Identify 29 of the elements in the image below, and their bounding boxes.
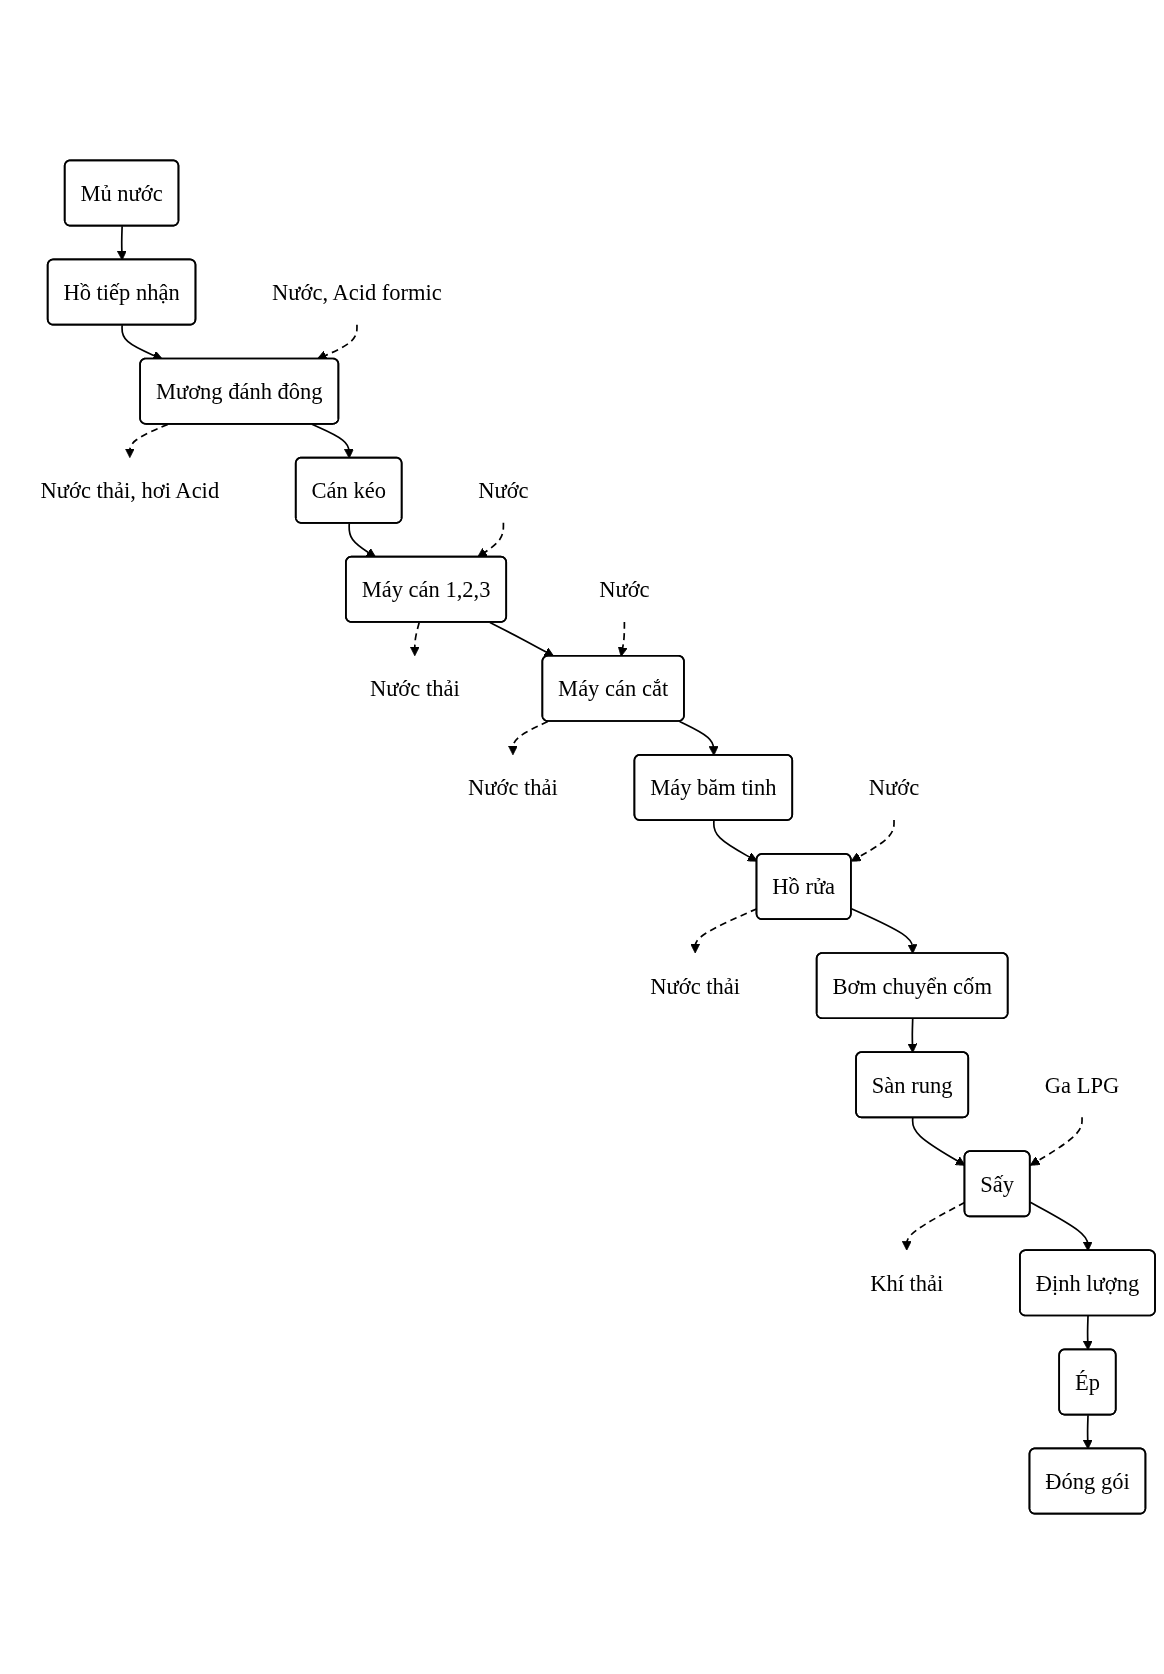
arrow [489, 621, 555, 657]
node-text: Nước thải, hơi Acid [40, 477, 220, 503]
arrow [712, 819, 758, 862]
node-text: Nước [868, 775, 920, 800]
node-text: Nước, Acid formic [272, 279, 442, 305]
node-text: Khí thải [870, 1270, 944, 1296]
arrow [409, 621, 421, 657]
arrow [1082, 1414, 1093, 1450]
arrow [617, 621, 628, 657]
arrow [850, 907, 918, 954]
node-text: Nước thải [650, 973, 741, 999]
node-text: Nước thải [468, 775, 558, 800]
arrow [477, 522, 505, 558]
arrow [1029, 1201, 1093, 1252]
node-text: Nước thải [369, 675, 460, 701]
arrow [116, 225, 127, 261]
arrow [508, 720, 549, 756]
arrow [1082, 1315, 1093, 1351]
arrow [678, 720, 719, 756]
arrow [316, 323, 358, 360]
node-text: Nước [599, 576, 650, 602]
arrow [311, 423, 354, 459]
arrow [907, 1018, 918, 1054]
arrow [1029, 1116, 1083, 1166]
arrow [348, 522, 377, 558]
arrow [850, 819, 895, 862]
node-text: Nước [478, 477, 529, 503]
arrow [124, 423, 169, 458]
node-text: Ga LPG [1044, 1072, 1120, 1098]
